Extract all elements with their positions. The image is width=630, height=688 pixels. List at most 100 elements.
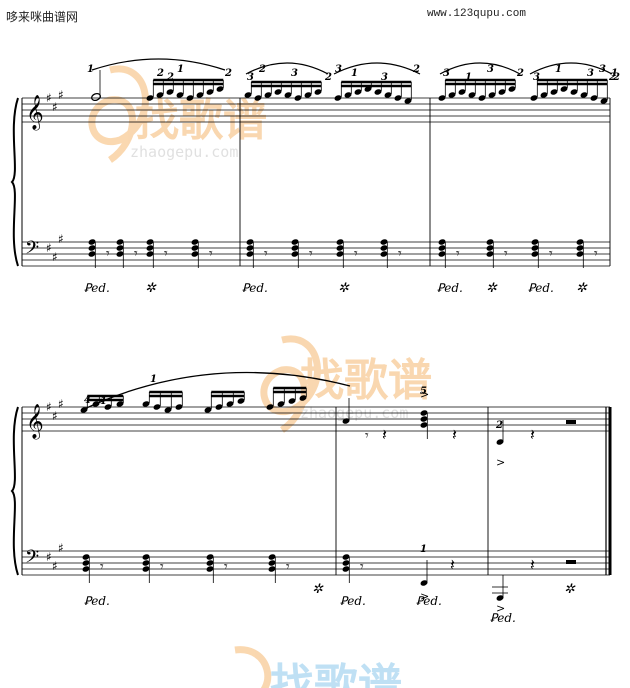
quarter-note	[496, 595, 504, 601]
chord-notehead	[380, 251, 388, 257]
chord-notehead	[531, 239, 539, 245]
treble-logo-shape	[88, 65, 149, 163]
sixteenth-note	[146, 95, 154, 101]
site-url[interactable]: www.123qupu.com	[426, 8, 526, 20]
quarter-rest: 𝄽	[452, 425, 457, 444]
sixteenth-note	[438, 95, 446, 101]
sixteenth-note	[266, 404, 274, 410]
sixteenth-note	[498, 89, 506, 95]
brace	[10, 97, 19, 267]
fingering: 3	[381, 72, 388, 83]
chord-notehead	[82, 566, 90, 572]
quarter-note	[496, 439, 504, 445]
quarter-rest: 𝄽	[530, 425, 535, 444]
chord-notehead	[531, 251, 539, 257]
watermark-middle: 找歌谱 zhaogepu.com	[260, 335, 432, 433]
pedal-mark: Ꝑed.	[84, 594, 110, 608]
sixteenth-note	[384, 92, 392, 98]
fingering: 3	[247, 72, 254, 83]
fingering: 2	[608, 72, 616, 83]
sixteenth-note	[580, 92, 588, 98]
fingering: 2	[412, 64, 420, 75]
eighth-rest: 𝄾	[365, 428, 369, 444]
sixteenth-note	[374, 89, 382, 95]
pedal-release: ✲	[312, 582, 324, 597]
chord-notehead	[142, 566, 150, 572]
half-rest	[566, 560, 576, 564]
watermark-logo-text: 找歌谱	[300, 355, 432, 406]
chord-notehead	[88, 251, 96, 257]
chord-notehead	[88, 245, 96, 251]
eighth-rest: 𝄾	[286, 559, 290, 575]
fingering: 1	[465, 72, 472, 83]
key-signature-sharp: ♯	[58, 541, 64, 555]
chord-notehead	[336, 245, 344, 251]
key-signature-sharp: ♯	[46, 400, 52, 414]
sixteenth-note	[156, 92, 164, 98]
fingering: 1	[177, 64, 184, 75]
key-signature-sharp: ♯	[58, 232, 64, 246]
eighth-rest: 𝄾	[106, 246, 110, 262]
fingering: 3	[335, 64, 342, 75]
treble-clef: 𝄞	[26, 95, 44, 131]
pedal-mark: Ꝑed.	[416, 594, 442, 608]
pedal-mark: Ꝑed.	[340, 594, 366, 608]
fingering: 3	[443, 68, 450, 79]
fingering: 5	[420, 386, 427, 397]
fingering: 3	[587, 68, 594, 79]
fingering: 1	[351, 68, 358, 79]
chord-notehead	[206, 566, 214, 572]
eighth-rest: 𝄾	[549, 246, 553, 262]
sixteenth-note	[570, 89, 578, 95]
chord-notehead	[246, 239, 254, 245]
key-signature-sharp: ♯	[52, 250, 58, 264]
sixteenth-note	[404, 98, 412, 104]
chord-notehead	[246, 251, 254, 257]
chord-notehead	[291, 245, 299, 251]
key-signature-sharp: ♯	[58, 397, 64, 411]
eighth-rest: 𝄾	[209, 246, 213, 262]
sixteenth-note	[204, 407, 212, 413]
chord-notehead	[191, 239, 199, 245]
chord-notehead	[116, 239, 124, 245]
sixteenth-note	[153, 404, 161, 410]
chord-notehead	[486, 245, 494, 251]
chord-notehead	[420, 422, 428, 428]
sixteenth-note	[334, 95, 342, 101]
key-signature-sharp: ♯	[52, 100, 58, 114]
watermark-top: 找歌谱 zhaogepu.com	[88, 65, 267, 163]
slur	[81, 371, 351, 411]
chord-notehead	[486, 251, 494, 257]
sixteenth-note	[304, 92, 312, 98]
chord-notehead	[268, 560, 276, 566]
slur	[333, 62, 421, 75]
chord-notehead	[116, 251, 124, 257]
key-signature-sharp: ♯	[46, 550, 52, 564]
fingering: 2	[495, 420, 503, 431]
chord-notehead	[82, 560, 90, 566]
pedal-mark: Ꝑed.	[437, 281, 463, 295]
sixteenth-note	[284, 92, 292, 98]
sixteenth-note	[175, 404, 183, 410]
quarter-rest: 𝄽	[450, 555, 455, 574]
watermark-domain: zhaogepu.com	[130, 143, 238, 161]
slur	[439, 62, 521, 75]
chord-notehead	[576, 251, 584, 257]
chord-notehead	[486, 239, 494, 245]
sixteenth-note	[164, 407, 172, 413]
slur	[91, 58, 226, 71]
bass-clef: 𝄢	[25, 238, 39, 263]
fingering: 1	[150, 374, 157, 385]
sixteenth-note	[215, 404, 223, 410]
chord-notehead	[142, 560, 150, 566]
chord-notehead	[116, 245, 124, 251]
treble-clef: 𝄞	[26, 404, 44, 440]
fingering: 1	[420, 544, 427, 555]
chord-notehead	[146, 239, 154, 245]
chord-notehead	[336, 251, 344, 257]
watermark-logo-text: 找歌谱	[270, 660, 402, 688]
pedal-mark: Ꝑed.	[528, 281, 554, 295]
chord-notehead	[380, 245, 388, 251]
chord-notehead	[82, 554, 90, 560]
